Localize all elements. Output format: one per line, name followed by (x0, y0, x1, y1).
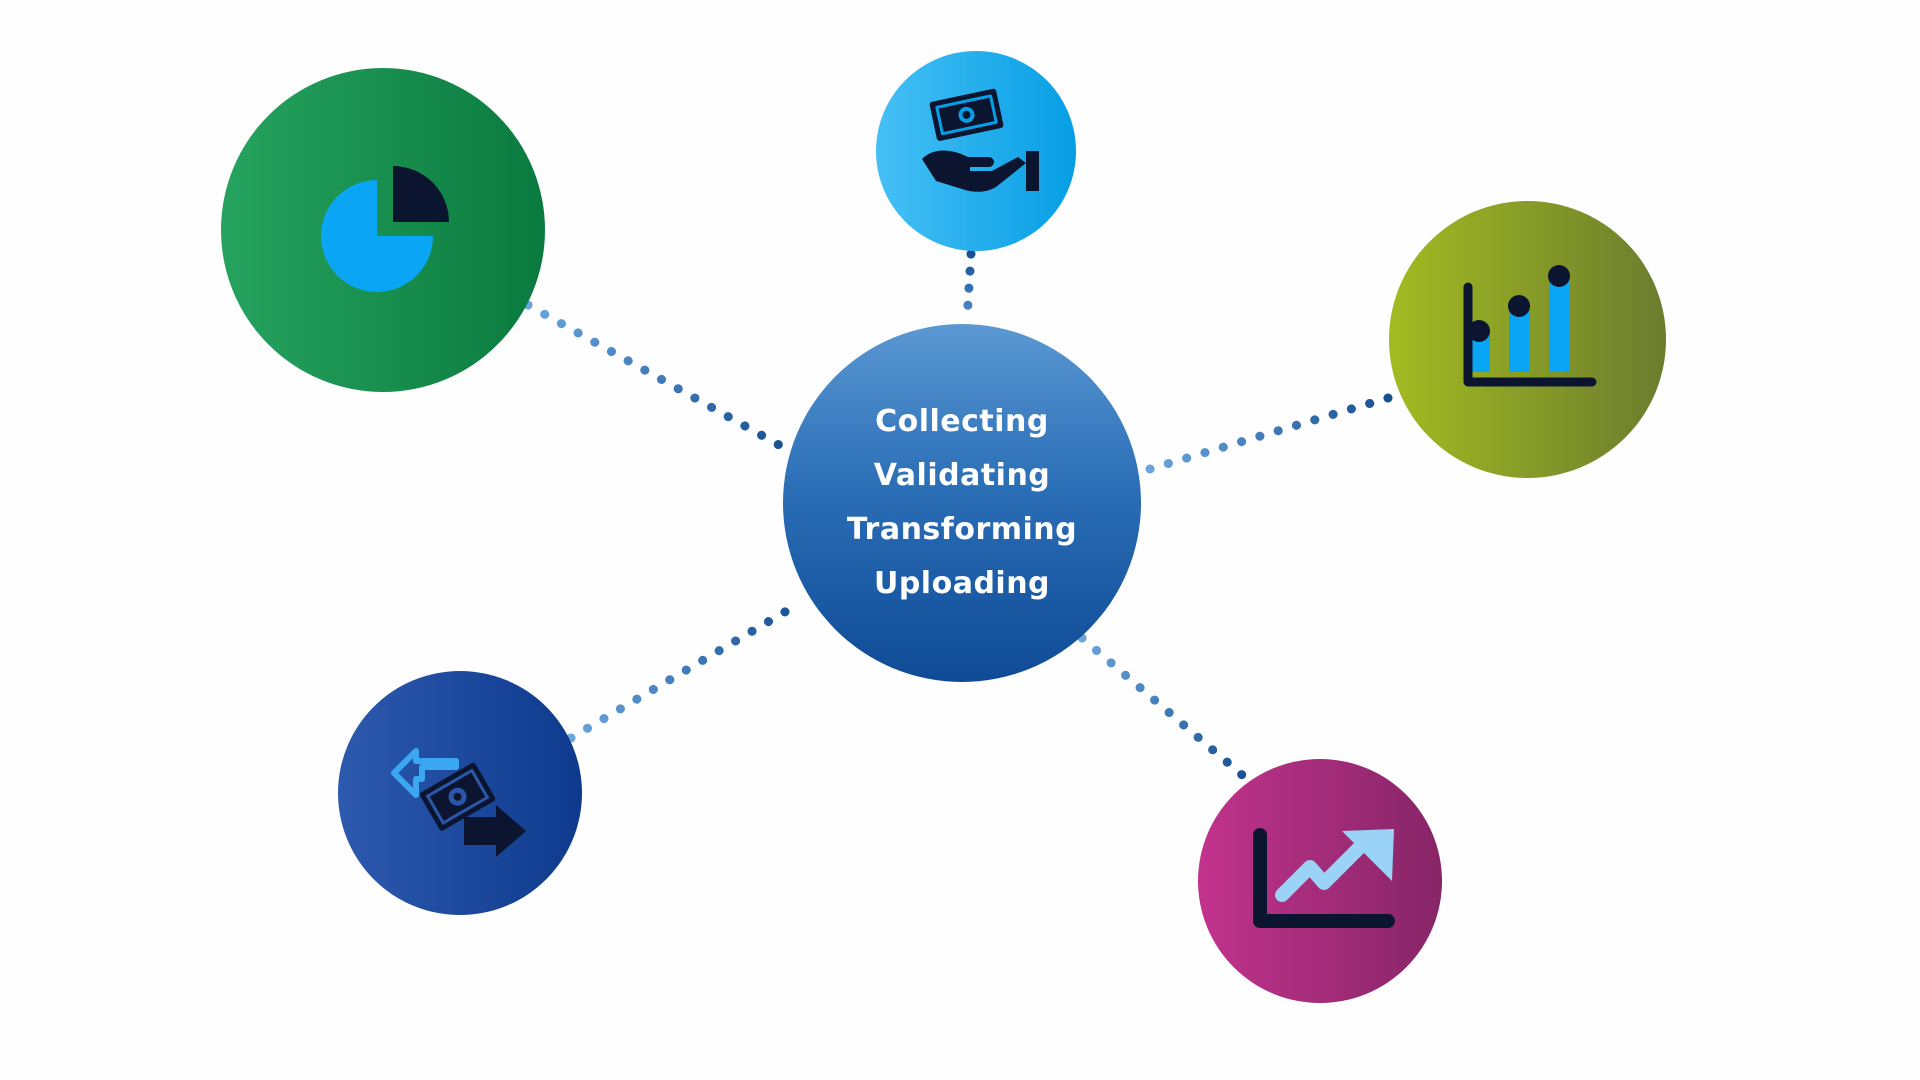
money-transfer-icon (391, 748, 526, 857)
pie-chart-icon (321, 166, 449, 292)
connector-growth (1077, 633, 1253, 785)
connector-bars (1145, 393, 1393, 474)
central-process-hub: Collecting Validating Transforming Uploa… (783, 324, 1141, 682)
money-transfer-node (338, 671, 582, 915)
connector-money (962, 249, 976, 325)
growth-chart-node (1198, 759, 1442, 1003)
money-hand-icon (922, 88, 1039, 192)
connector-transfer (566, 598, 805, 743)
step-validating: Validating (873, 458, 1051, 493)
pie-chart-node (221, 68, 545, 392)
step-collecting: Collecting (875, 404, 1049, 439)
step-uploading: Uploading (873, 566, 1051, 601)
money-hand-node (876, 51, 1076, 251)
step-transforming: Transforming (846, 512, 1078, 547)
growth-chart-icon (1253, 828, 1395, 928)
bar-chart-icon (1463, 265, 1597, 387)
bar-chart-node (1389, 201, 1666, 478)
connector-pie (523, 300, 793, 455)
